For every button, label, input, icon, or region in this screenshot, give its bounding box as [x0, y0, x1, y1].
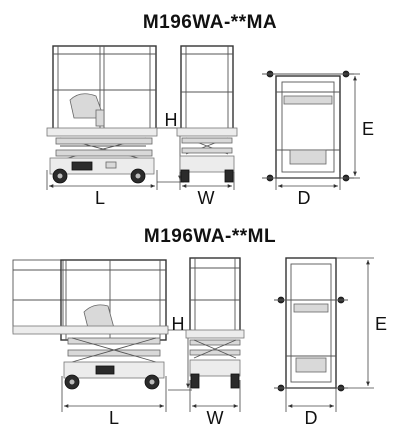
ml-front-view — [185, 257, 245, 389]
ml-width-label: W — [207, 408, 224, 428]
ma-front-view — [176, 45, 238, 183]
section-ml-title: M196WA-**ML — [144, 226, 276, 247]
ma-height-dimension: H — [157, 110, 184, 183]
ml-height-label: H — [172, 314, 185, 334]
section-ma-title: M196WA-**MA — [143, 12, 277, 33]
ma-length-label: L — [95, 188, 105, 208]
section-ma: M196WA-**MA — [46, 12, 374, 208]
ma-extended-dimension: E — [346, 73, 374, 179]
ma-width-dimension: W — [179, 172, 235, 208]
ma-top-view — [262, 70, 354, 182]
ma-extended-label: E — [362, 119, 374, 139]
ml-width-dimension: W — [189, 380, 241, 428]
ma-height-label: H — [165, 110, 178, 130]
section-ml: M196WA-**ML — [12, 226, 387, 428]
ma-length-dimension: L — [46, 170, 158, 208]
ml-extended-dimension: E — [336, 257, 387, 389]
ml-extended-label: E — [375, 314, 387, 334]
ma-width-label: W — [198, 188, 215, 208]
ml-depth-label: D — [305, 408, 318, 428]
ma-depth-label: D — [298, 188, 311, 208]
ml-depth-dimension: D — [285, 384, 337, 428]
ml-height-dimension: H — [168, 314, 192, 391]
ml-side-view — [12, 259, 169, 390]
ma-depth-dimension: D — [275, 172, 341, 208]
ml-length-dimension: L — [61, 376, 167, 428]
ml-top-view — [274, 257, 348, 392]
ma-side-view — [46, 45, 158, 184]
ml-length-label: L — [109, 408, 119, 428]
